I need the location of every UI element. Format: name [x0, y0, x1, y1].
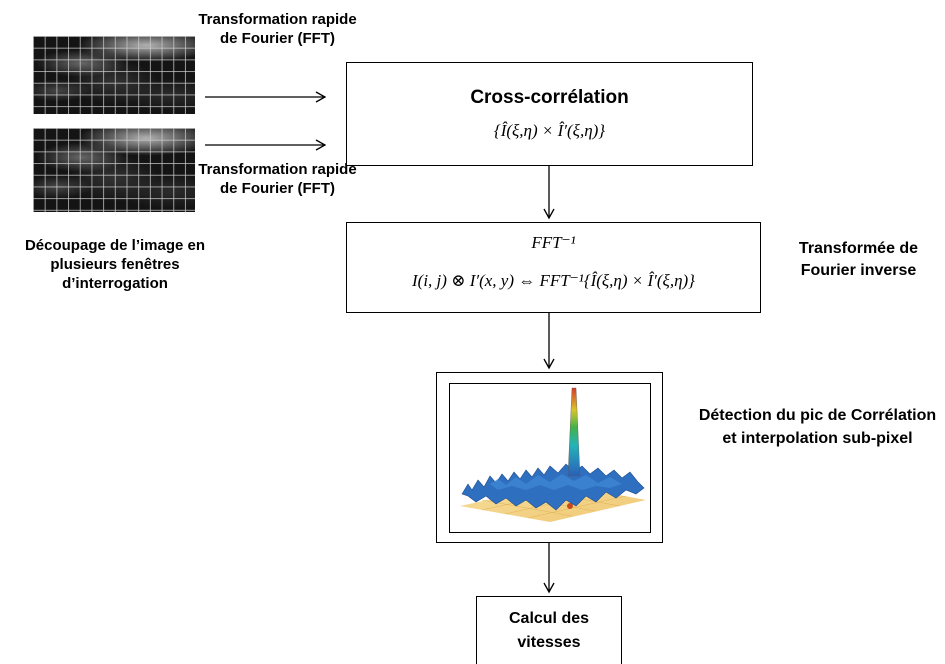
calcul-vitesses-box: Calcul des vitesses — [476, 596, 622, 664]
arrow-cross-to-ifft-head — [543, 208, 555, 220]
piv-image-1 — [33, 36, 195, 114]
correlation-peak — [567, 387, 581, 477]
arrow-ifft-to-peak-head — [543, 358, 555, 370]
correlation-peak-plot — [460, 387, 646, 522]
decoupage-label: Découpage de l’image en plusieurs fenêtr… — [24, 237, 206, 292]
arrow-fft-bottom-head — [315, 139, 327, 151]
fft-label-bottom: Transformation rapide de Fourier (FFT) — [198, 161, 357, 197]
calcul-vitesses-label: Calcul des vitesses — [508, 610, 590, 651]
cross-correlation-formula: {Î(ξ,η) × Î′(ξ,η)} — [493, 121, 606, 140]
floor-peak-spot — [567, 503, 573, 509]
cross-correlation-title: Cross-corrélation — [470, 87, 629, 108]
inverse-fft-label: FFT⁻¹ — [531, 233, 576, 252]
transformee-inverse-label: Transformée de Fourier inverse — [798, 240, 919, 279]
detection-label: Détection du pic de Corrélation et inter… — [698, 407, 937, 447]
arrow-peak-to-calcul-head — [543, 582, 555, 594]
correlation-peak-frame — [436, 372, 663, 543]
inverse-fft-box: FFT⁻¹ I(i, j) ⊗ I′(x, y) ⇔ FFT⁻¹{Î(ξ,η) … — [346, 222, 761, 313]
piv-image-2 — [33, 128, 195, 212]
correlation-peak-inner-frame — [449, 383, 651, 533]
fft-label-top: Transformation rapide de Fourier (FFT) — [198, 11, 357, 47]
arrow-fft-top-head — [315, 91, 327, 103]
cross-correlation-box: Cross-corrélation {Î(ξ,η) × Î′(ξ,η)} — [346, 62, 753, 166]
inverse-fft-formula: I(i, j) ⊗ I′(x, y) ⇔ FFT⁻¹{Î(ξ,η) × Î′(ξ… — [412, 271, 695, 290]
